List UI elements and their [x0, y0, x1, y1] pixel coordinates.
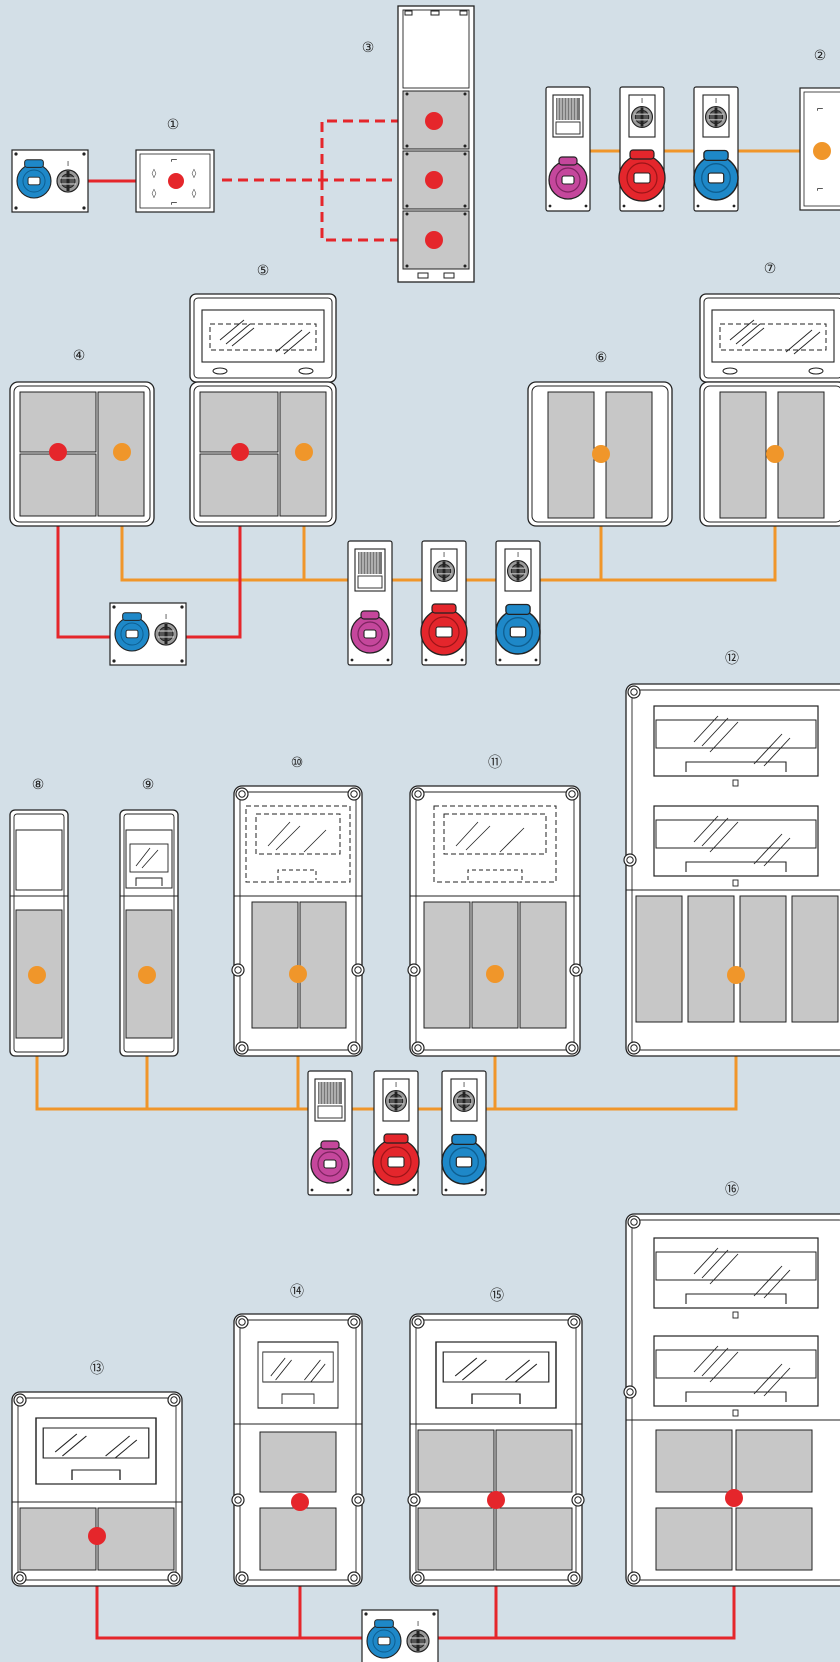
- label-15: ⑮: [490, 1288, 504, 1304]
- red-socket-module: [619, 87, 665, 211]
- svg-text:⌐: ⌐: [170, 199, 178, 209]
- label-14: ⑭: [290, 1284, 304, 1300]
- label-6: ⑥: [595, 350, 608, 366]
- label-2: ②: [814, 48, 827, 64]
- enclosure-11: [407, 785, 583, 1057]
- socket-switch-module: [362, 1610, 438, 1662]
- meter-socket-module: [348, 541, 392, 665]
- label-7: ⑦: [764, 261, 777, 277]
- socket-switch-module: [12, 150, 88, 212]
- enclosure-4: [9, 381, 155, 527]
- enclosure-7: [699, 293, 840, 527]
- red-socket-module: [421, 541, 467, 665]
- enclosure-8: [9, 809, 69, 1057]
- enclosure-6: [527, 381, 673, 527]
- svg-text:◊: ◊: [152, 168, 157, 179]
- label-9: ⑨: [142, 777, 155, 793]
- label-10: ⑩: [291, 755, 304, 771]
- mounting-plate-1: ⌐ ⌐ ◊ ◊ ◊ ◊: [135, 149, 215, 213]
- enclosure-13: [11, 1391, 183, 1587]
- blue-socket-module: [694, 87, 738, 211]
- label-8: ⑧: [32, 777, 45, 793]
- label-13: ⑬: [90, 1361, 104, 1377]
- blue-socket-module: [496, 541, 540, 665]
- svg-text:⌐: ⌐: [816, 185, 824, 195]
- label-11: ⑪: [488, 755, 502, 771]
- svg-text:⌐: ⌐: [170, 156, 178, 166]
- enclosure-12: [623, 683, 840, 1057]
- label-12: ⑫: [725, 651, 739, 667]
- label-16: ⑯: [725, 1182, 739, 1198]
- label-4: ④: [73, 348, 86, 364]
- socket-switch-module: [110, 603, 186, 665]
- label-5: ⑤: [257, 263, 270, 279]
- svg-text:◊: ◊: [192, 168, 197, 179]
- label-3: ③: [362, 40, 375, 56]
- label-1: ①: [167, 117, 180, 133]
- svg-text:⌐: ⌐: [816, 105, 824, 115]
- mounting-plate-2: ⌐⌐: [799, 87, 840, 211]
- rail-enclosure-3: [397, 5, 475, 283]
- svg-text:◊: ◊: [152, 188, 157, 199]
- enclosure-15: [407, 1313, 585, 1587]
- enclosure-10: [231, 785, 365, 1057]
- enclosure-5: [189, 293, 337, 527]
- meter-socket-module: [308, 1071, 352, 1195]
- enclosure-14: [231, 1313, 365, 1587]
- blue-socket-module: [442, 1071, 486, 1195]
- enclosure-9: [119, 809, 179, 1057]
- meter-socket-module: [546, 87, 590, 211]
- enclosure-16: [623, 1213, 840, 1587]
- svg-text:◊: ◊: [192, 188, 197, 199]
- red-socket-module: [373, 1071, 419, 1195]
